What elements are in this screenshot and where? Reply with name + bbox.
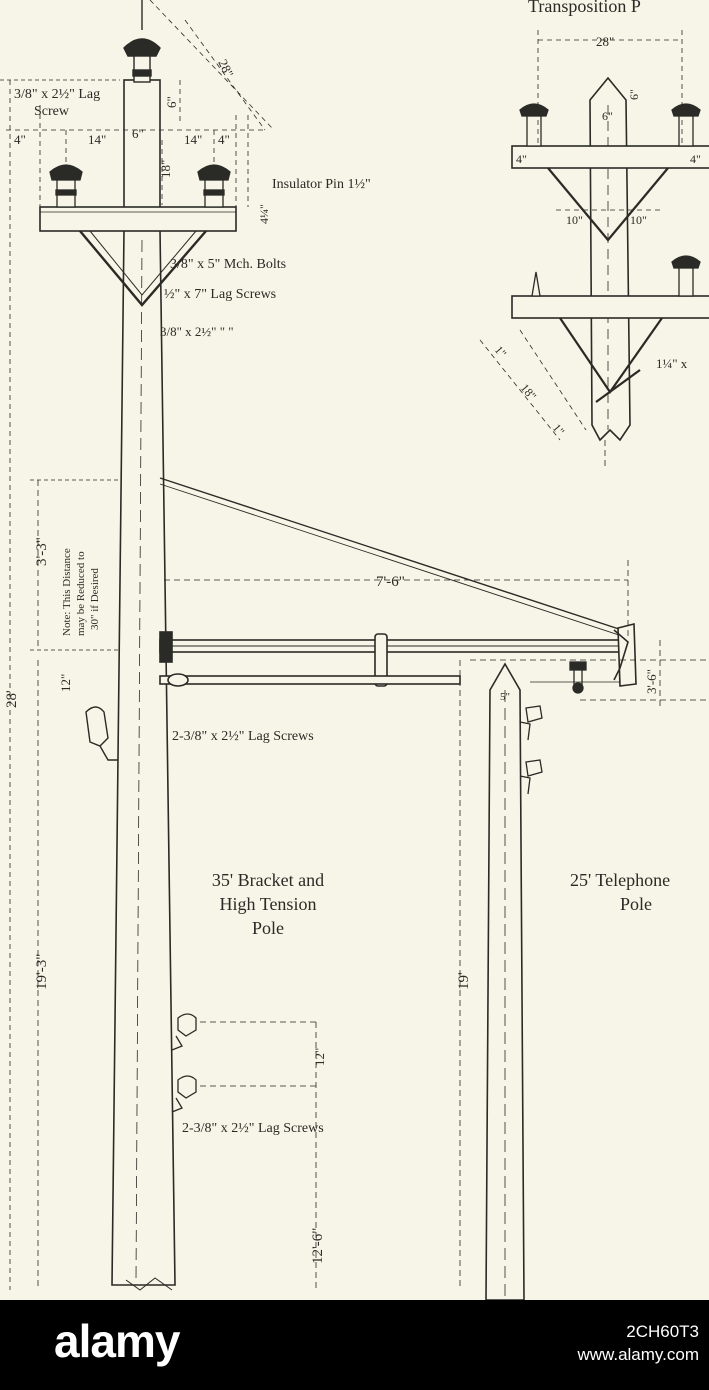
t-dim-6: 6" xyxy=(602,109,613,123)
label-insulator-pin: Insulator Pin 1½" xyxy=(272,177,371,192)
lower-insulator-upper-icon xyxy=(171,1013,197,1051)
transposition-insulator-right-icon xyxy=(671,103,701,147)
image-id: 2CH60T3 xyxy=(626,1322,699,1341)
transposition-insulator-left-icon xyxy=(519,103,549,147)
dim-14b: 14" xyxy=(184,132,202,147)
label-lag-2-5: 3/8" x 2½" " " xyxy=(160,324,234,339)
dim-4-1-4: 4¼" xyxy=(257,204,271,224)
bracket-pole-shaft xyxy=(111,229,176,1286)
caption-telephone-pole-1: 25' Telephone xyxy=(570,870,670,890)
dim-3-3: 3'-3" xyxy=(34,537,50,566)
label-lag-pair-a: 2-3/8" x 2½" Lag Screws xyxy=(172,729,314,744)
t-dim-4a: 4" xyxy=(516,152,527,166)
dim-4b: 4" xyxy=(218,132,230,147)
dim-28-diag: 28" xyxy=(215,57,237,80)
dim-lag-screw-top-a: 3/8" x 2½" Lag xyxy=(14,87,100,102)
label-mch-bolts: 3/8" x 5" Mch. Bolts xyxy=(170,257,286,272)
transposition-pin-icon xyxy=(531,271,541,297)
dim-6-vert: 6" xyxy=(164,96,179,108)
dim-4a: 4" xyxy=(14,132,26,147)
transposition-dimension-lines xyxy=(479,30,683,441)
dim-19: 19' xyxy=(456,972,472,990)
dim-14a: 14" xyxy=(88,132,106,147)
top-dimension-lines xyxy=(6,0,273,1290)
label-lag-7: ½" x 7" Lag Screws xyxy=(164,287,276,302)
site-url: www.alamy.com xyxy=(577,1345,699,1364)
t-dim-4b: 4" xyxy=(690,152,701,166)
crossarm-insulator-left-icon xyxy=(49,164,83,208)
t-dim-6v: 6" xyxy=(627,89,641,100)
t-bolt-label: 1¼" x xyxy=(656,356,688,371)
transposition-insulator-lower-icon xyxy=(671,255,701,297)
dim-18: 18" xyxy=(158,160,173,178)
alamy-logo: alamy xyxy=(54,1315,180,1367)
dim-3-6: 3'-6" xyxy=(644,669,659,694)
t-dim-10a: 10" xyxy=(566,213,583,227)
crossarm-insulator-right-icon xyxy=(197,164,231,208)
caption-bracket-pole-2: High Tension xyxy=(220,894,317,914)
caption-telephone-pole-2: Pole xyxy=(620,894,652,914)
dim-12-6: 12'-6" xyxy=(310,1228,326,1264)
dim-6: 6" xyxy=(132,126,144,141)
top-insulator-icon xyxy=(123,0,161,83)
image-id-block: 2CH60T3 www.alamy.com xyxy=(577,1320,699,1366)
dim-5: 5" xyxy=(500,691,510,703)
t-dim-28: 28" xyxy=(596,34,614,49)
dim-lag-screw-top-b: Screw xyxy=(34,104,70,119)
transposition-pole xyxy=(511,76,709,442)
dim-12a: 12" xyxy=(58,674,73,692)
watermark-bar: alamy 2CH60T3 www.alamy.com xyxy=(0,1300,709,1390)
bracket-insulator-icon xyxy=(85,706,118,761)
pole-line-diagram: Transposition P 3/8" x 2½" Lag Screw 4" … xyxy=(0,0,709,1300)
left-extension-lines xyxy=(0,79,120,651)
note-line-2: may be Reduced to xyxy=(75,551,87,636)
bracket-arm-insulator-icon xyxy=(530,661,620,694)
t-dim-10b: 10" xyxy=(630,213,647,227)
caption-bracket-pole-3: Pole xyxy=(252,918,284,938)
telephone-insulator-lower-icon xyxy=(519,759,543,795)
transposition-title: Transposition P xyxy=(528,0,641,16)
dim-12b: 12" xyxy=(312,1048,327,1066)
note-line-1: Note: This Distance xyxy=(61,548,73,636)
lower-insulator-lower-icon xyxy=(171,1075,197,1113)
bracket-pole xyxy=(111,79,176,1291)
note-line-3: 30" if Desired xyxy=(89,568,101,630)
telephone-pole xyxy=(485,662,525,1300)
dim-28-left: 28' xyxy=(4,690,20,708)
caption-bracket-pole-1: 35' Bracket and xyxy=(212,870,324,890)
dim-7-6: 7'-6" xyxy=(376,574,405,590)
long-dimension-lines xyxy=(37,370,709,1290)
dim-19-3: 19'-3" xyxy=(34,954,50,990)
bracket-pole-crossarm xyxy=(39,206,237,307)
telephone-insulator-upper-icon xyxy=(519,705,543,741)
bracket-arm xyxy=(159,477,637,687)
label-lag-pair-b: 2-3/8" x 2½" Lag Screws xyxy=(182,1121,324,1136)
